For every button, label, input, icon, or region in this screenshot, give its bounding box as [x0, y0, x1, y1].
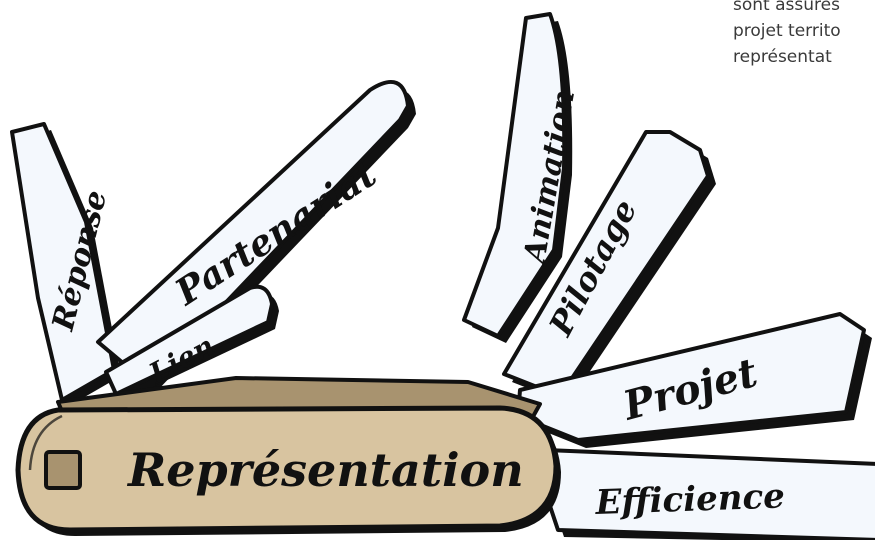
blade-efficience: Efficience	[542, 448, 875, 540]
caption-line-3: représentat	[733, 47, 832, 67]
caption-line-1: sont assurés	[733, 0, 840, 15]
knife-handle: Représentation	[15, 405, 561, 536]
blade-partenariat: Partenariat	[96, 80, 416, 392]
caption-line-2: projet territo	[733, 21, 841, 41]
blade-reponse: Réponse	[10, 122, 121, 406]
blade-projet: Projet	[516, 312, 872, 448]
blade-animation: Animation	[462, 12, 582, 343]
caption-text: sont assurés projet territo représentat	[733, 0, 875, 70]
blade-lien: Lien	[104, 284, 279, 401]
handle-keyring-slot	[44, 450, 82, 490]
blade-label-efficience: Efficience	[594, 476, 786, 523]
handle-label: Représentation	[126, 443, 524, 497]
handle-body	[15, 405, 559, 533]
